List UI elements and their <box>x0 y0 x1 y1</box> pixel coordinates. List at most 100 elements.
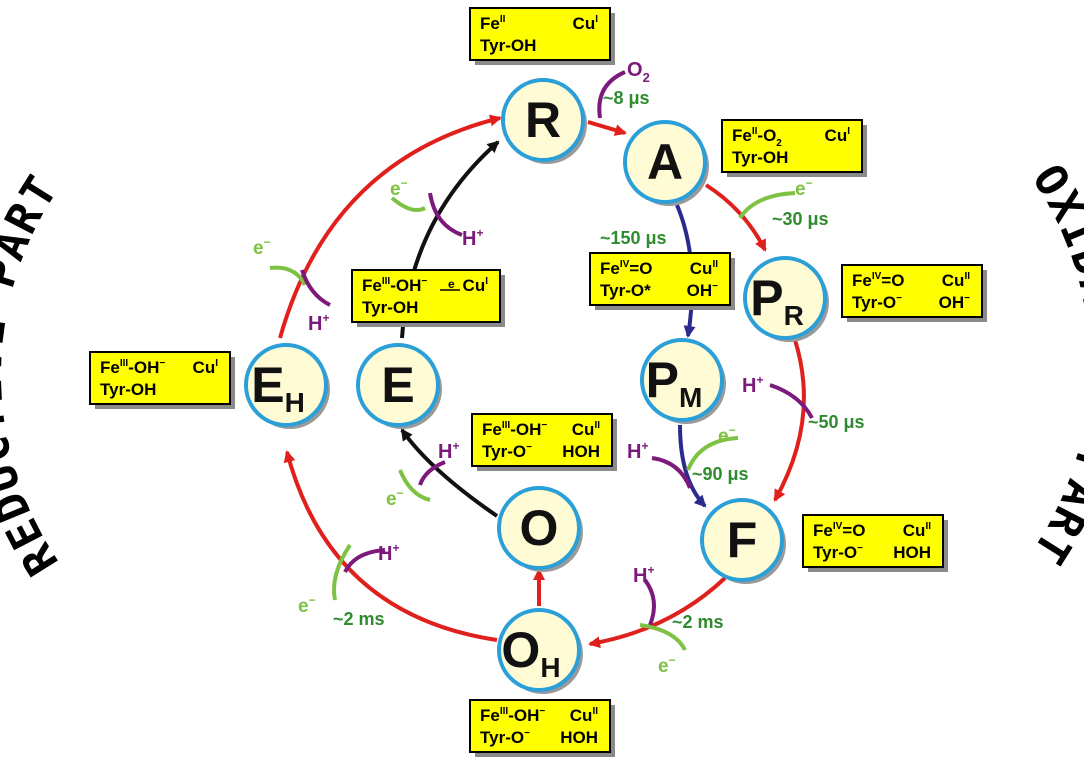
proton-label: H+ <box>438 439 459 463</box>
box-line1-right: CuI <box>825 126 851 145</box>
box-mid-electron: e <box>448 277 455 291</box>
electron-arc-e-r <box>390 196 426 212</box>
box-rect <box>351 269 501 323</box>
node-circle <box>700 498 784 582</box>
node-letter: P <box>750 270 783 326</box>
box-line2-left: Tyr-O− <box>482 442 532 461</box>
node-f: F <box>700 498 786 584</box>
side-arcs-layer <box>269 70 814 651</box>
state-box-eh: FeIII-OH− CuI Tyr-OH <box>89 351 235 409</box>
node-pm: PM <box>640 338 726 424</box>
box-rect <box>589 252 731 306</box>
node-subscript: H <box>540 652 560 683</box>
box-line1-right: CuI <box>193 358 219 377</box>
node-o: O <box>497 486 583 572</box>
reductive-part-label: REDUCTIVE PART <box>0 166 69 584</box>
box-line2-left: Tyr-OH <box>362 298 418 317</box>
node-circle <box>501 78 585 162</box>
node-circle <box>244 343 328 427</box>
proton-arc-o-e <box>418 460 446 486</box>
node-letter: P <box>646 352 679 408</box>
time-label-oh-eh: ~2 ms <box>333 609 385 629</box>
box-line1-right: CuII <box>903 521 931 540</box>
node-circle <box>497 608 581 692</box>
node-label: EH <box>251 357 305 418</box>
node-circle <box>640 338 724 422</box>
box-rect <box>469 7 611 61</box>
proton-label: H+ <box>633 563 654 587</box>
box-line1-left: FeIV=O <box>852 271 904 290</box>
arrow-r-to-a <box>587 120 627 136</box>
box-rect <box>841 264 983 318</box>
node-letter: O <box>520 500 559 556</box>
node-circle <box>623 120 707 204</box>
proton-arc-oh-eh <box>343 548 386 573</box>
node-letter: E <box>381 357 414 413</box>
box-line1-left: FeIII-OH− <box>480 706 545 725</box>
proton-label: H+ <box>378 541 399 565</box>
electron-label: e− <box>298 593 316 617</box>
electron-label: e− <box>253 235 271 259</box>
node-e: E <box>356 343 442 429</box>
proton-arc-f-oh <box>643 578 656 626</box>
box-line2-left: Tyr-OH <box>100 380 156 399</box>
box-line2-right: OH− <box>939 293 971 312</box>
labels-layer: ~8 μs~30 μs~150 μs~50 μs~90 μs~2 ms~2 ms… <box>253 59 865 677</box>
box-line2-right: OH− <box>687 281 719 300</box>
node-label: PM <box>646 352 703 413</box>
electron-arc-a-pr <box>738 191 796 220</box>
node-circle <box>743 256 827 340</box>
node-label: F <box>727 512 758 568</box>
box-line2-left: Tyr-OH <box>732 148 788 167</box>
time-label-r-a: ~8 μs <box>603 88 650 108</box>
node-circle <box>497 486 581 570</box>
proton-label: H+ <box>462 226 483 250</box>
node-letter: E <box>251 357 284 413</box>
node-label: OH <box>501 622 560 683</box>
time-label-f-oh: ~2 ms <box>672 612 724 632</box>
proton-arc-pr-f <box>769 383 814 419</box>
node-label: R <box>525 92 561 148</box>
box-line2-left: Tyr-O− <box>480 728 530 747</box>
electron-arc-pm-f <box>686 436 739 471</box>
box-line1-left: FeIII-OH− <box>482 420 547 439</box>
box-line1-left: FeIV=O <box>813 521 865 540</box>
arrow-pm-to-f <box>678 424 707 508</box>
electron-label: e− <box>795 176 813 200</box>
node-oh: OH <box>497 608 583 694</box>
time-label-a-pm: ~150 μs <box>600 228 667 248</box>
proton-label: H+ <box>627 439 648 463</box>
proton-arc-pm-f <box>651 456 692 489</box>
arrow-eh-to-r <box>278 114 502 339</box>
proton-label: H+ <box>308 311 329 335</box>
node-subscript: R <box>784 300 804 331</box>
electron-label: e− <box>718 423 736 447</box>
box-line1-left: FeIII-OH− <box>100 358 165 377</box>
node-label: E <box>381 357 414 413</box>
oxygen-label: O2 <box>627 59 650 85</box>
electron-label: e− <box>390 176 408 200</box>
box-rect <box>721 119 863 173</box>
arrow-pr-to-f <box>773 339 806 502</box>
box-line1-right: CuI <box>463 276 489 295</box>
box-rect <box>469 699 611 753</box>
box-line1-right: CuII <box>690 259 718 278</box>
node-subscript: M <box>679 382 702 413</box>
node-r: R <box>501 78 587 164</box>
electron-arc-eh-r <box>269 265 307 286</box>
node-label: O <box>520 500 559 556</box>
box-line2-left: Tyr-O* <box>600 281 651 300</box>
proton-arc-eh-r <box>300 269 331 307</box>
node-letter: R <box>525 92 561 148</box>
electron-label: e− <box>386 486 404 510</box>
box-rect <box>802 514 944 568</box>
node-eh: EH <box>244 343 330 429</box>
